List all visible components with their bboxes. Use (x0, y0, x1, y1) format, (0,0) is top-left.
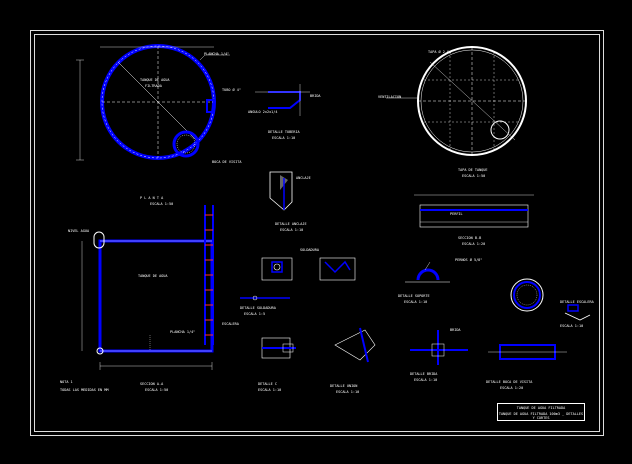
detail-c-scale: ESCALA 1:10 (258, 388, 282, 392)
roof-plan-label: TAPA DE TANQUE (458, 168, 488, 172)
detail-manhole-label: DETALLE BOCA DE VISITA (486, 380, 533, 384)
plan-main-label: P L A N T A (140, 196, 164, 200)
detail-join-scale: ESCALA 1:10 (336, 390, 360, 394)
section-bb-graphic (414, 194, 534, 228)
roof-plan-view (386, 46, 527, 156)
sheet-border-outer (30, 30, 604, 436)
detail-support-label: DETALLE SOPORTE (398, 294, 430, 298)
detail-anchor-label: DETALLE ANCLAJE (275, 222, 307, 226)
detail-join-graphic (334, 327, 376, 363)
detail-support-scale: ESCALA 1:10 (404, 300, 428, 304)
section-aa-scale: ESCALA 1:50 (145, 388, 169, 392)
detail-manhole-graphic (488, 278, 567, 360)
annotation-tank: TANQUE DE AGUA (140, 78, 170, 82)
detail-flange-scale: ESCALA 1:10 (414, 378, 438, 382)
detail-pipe-graphic (255, 84, 310, 116)
annotation-anchor: ANCLAJE (296, 176, 311, 180)
detail-weld-label: DETALLE SOLDADURA (240, 306, 276, 310)
section-aa-view (81, 205, 214, 370)
title-block: TANQUE DE AGUA FILTRADA TANQUE DE AGUA F… (497, 403, 585, 421)
detail-c-label: DETALLE C (258, 382, 277, 386)
detail-ladder-graphic (564, 304, 591, 321)
annotation-pipe: TUBO Ø 4" (222, 88, 241, 92)
detail-join-label: DETALLE UNION (330, 384, 358, 388)
detail-ladder-label: DETALLE ESCALERA (560, 300, 594, 304)
detail-flange-graphic (410, 330, 468, 365)
annotation-bolts: PERNOS Ø 5/8" (455, 258, 483, 262)
detail-weld-scale: ESCALA 1:5 (244, 312, 266, 316)
annotation-lid: TAPA Ø 2.00 (428, 50, 452, 54)
annotation-plate: PLANCHA 1/4" (204, 52, 230, 56)
annotation-profile: PERFIL (450, 212, 463, 216)
plan-main-scale: ESCALA 1:50 (150, 202, 174, 206)
title-block-line1: TANQUE DE AGUA FILTRADA (516, 406, 566, 410)
annotation-vent: VENTILACION (378, 95, 402, 99)
detail-anchor-graphic (269, 171, 293, 211)
detail-ladder-scale: ESCALA 1:10 (560, 324, 584, 328)
notes-heading: NOTA 1 (60, 380, 73, 384)
notes-line1: TODAS LAS MEDIDAS EN MM (60, 388, 109, 392)
detail-pipe-scale: ESCALA 1:10 (272, 136, 296, 140)
annotation-ladder: ESCALERA (222, 322, 239, 326)
detail-anchor-scale: ESCALA 1:10 (280, 228, 304, 232)
section-bb-label: SECCION B-B (458, 236, 482, 240)
detail-manhole-scale: ESCALA 1:20 (500, 386, 524, 390)
plan-main-view (76, 44, 230, 161)
detail-flange-label: DETALLE BRIDA (410, 372, 438, 376)
annotation-flange2: BRIDA (450, 328, 461, 332)
annotation-manhole: BOCA DE VISITA (212, 160, 242, 164)
detail-support-graphic (405, 261, 450, 283)
annotation-flange: BRIDA (310, 94, 321, 98)
annotation-angle: ANGULO 2x2x1/4 (248, 110, 278, 114)
roof-plan-scale: ESCALA 1:50 (462, 174, 486, 178)
section-aa-label: SECCION A-A (140, 382, 164, 386)
detail-pipe-label: DETALLE TUBERIA (268, 130, 300, 134)
annotation-tank-elev: TANQUE DE AGUA (138, 274, 168, 278)
annotation-filtered: FILTRADA (145, 84, 162, 88)
annotation-weld: SOLDADURA (300, 248, 319, 252)
annotation-level: NIVEL AGUA (68, 229, 90, 233)
sheet-border-inner (34, 34, 600, 432)
annotation-plate-elev: PLANCHA 1/4" (170, 330, 196, 334)
detail-weld-graphic (240, 257, 356, 301)
detail-c-graphic (261, 337, 296, 359)
title-block-line2: TANQUE DE AGUA FILTRADA 100m3 _ DETALLES… (498, 412, 584, 420)
section-bb-scale: ESCALA 1:20 (462, 242, 486, 246)
